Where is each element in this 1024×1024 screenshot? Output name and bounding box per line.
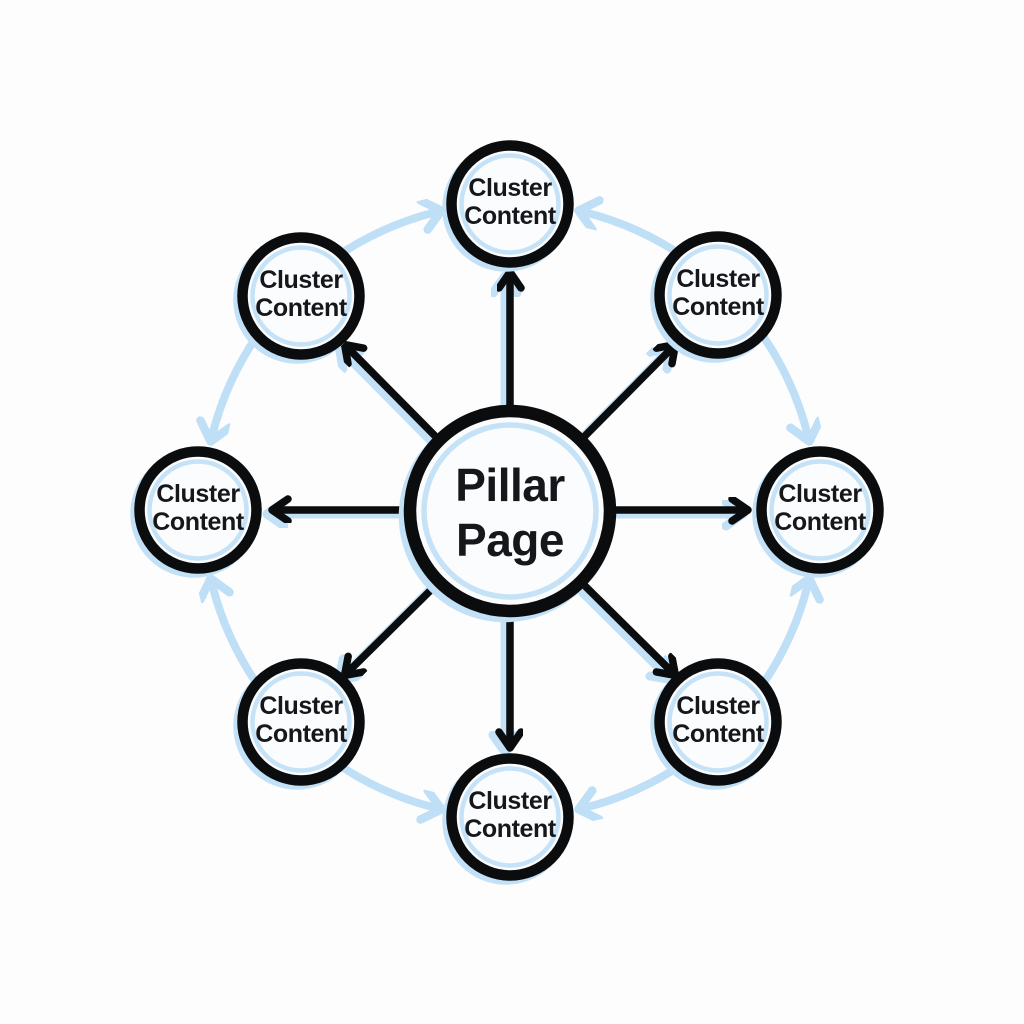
radial-arrow-bottom-left [344, 574, 447, 675]
cluster-label-line1: Cluster [676, 692, 760, 720]
cluster-label-line1: Cluster [259, 266, 343, 294]
cluster-node-top-left: Cluster Content [233, 232, 365, 364]
cluster-label-line1: Cluster [468, 174, 552, 202]
cluster-label-line2: Content [672, 720, 765, 748]
cluster-label-line1: Cluster [778, 480, 862, 508]
radial-arrow-bottom [505, 603, 510, 746]
cluster-label-line2: Content [152, 508, 245, 536]
cluster-label-line1: Cluster [676, 265, 760, 293]
pillar-label-line2: Page [456, 514, 564, 566]
cluster-node-bottom-right: Cluster Content [650, 658, 782, 790]
radial-arrow-top-left [344, 349, 447, 453]
cluster-label-line2: Content [255, 720, 348, 748]
pillar-page-node: Pillar Page [398, 404, 617, 623]
cluster-node-bottom: Cluster Content [442, 753, 574, 885]
cluster-label-line2: Content [464, 202, 557, 230]
cluster-label-line1: Cluster [156, 480, 240, 508]
cluster-node-right: Cluster Content [752, 446, 884, 578]
cluster-label-line1: Cluster [468, 787, 552, 815]
cluster-node-top-right: Cluster Content [650, 231, 782, 363]
radial-arrows [273, 278, 742, 746]
cluster-label-line2: Content [672, 293, 765, 321]
cluster-label-line2: Content [774, 508, 867, 536]
pillar-label-line1: Pillar [455, 459, 565, 511]
radial-arrow-bottom-right [567, 574, 671, 675]
radial-arrow-top [505, 278, 510, 424]
cluster-label-line2: Content [464, 815, 557, 843]
cluster-label-line1: Cluster [259, 692, 343, 720]
cluster-label-line2: Content [255, 294, 348, 322]
radial-arrow-top-right [567, 349, 671, 453]
cluster-node-top: Cluster Content [442, 140, 574, 272]
cluster-node-bottom-left: Cluster Content [233, 658, 365, 790]
radial-arrow-left [273, 510, 419, 514]
radial-arrow-right [595, 510, 742, 514]
cluster-node-left: Cluster Content [130, 446, 262, 578]
